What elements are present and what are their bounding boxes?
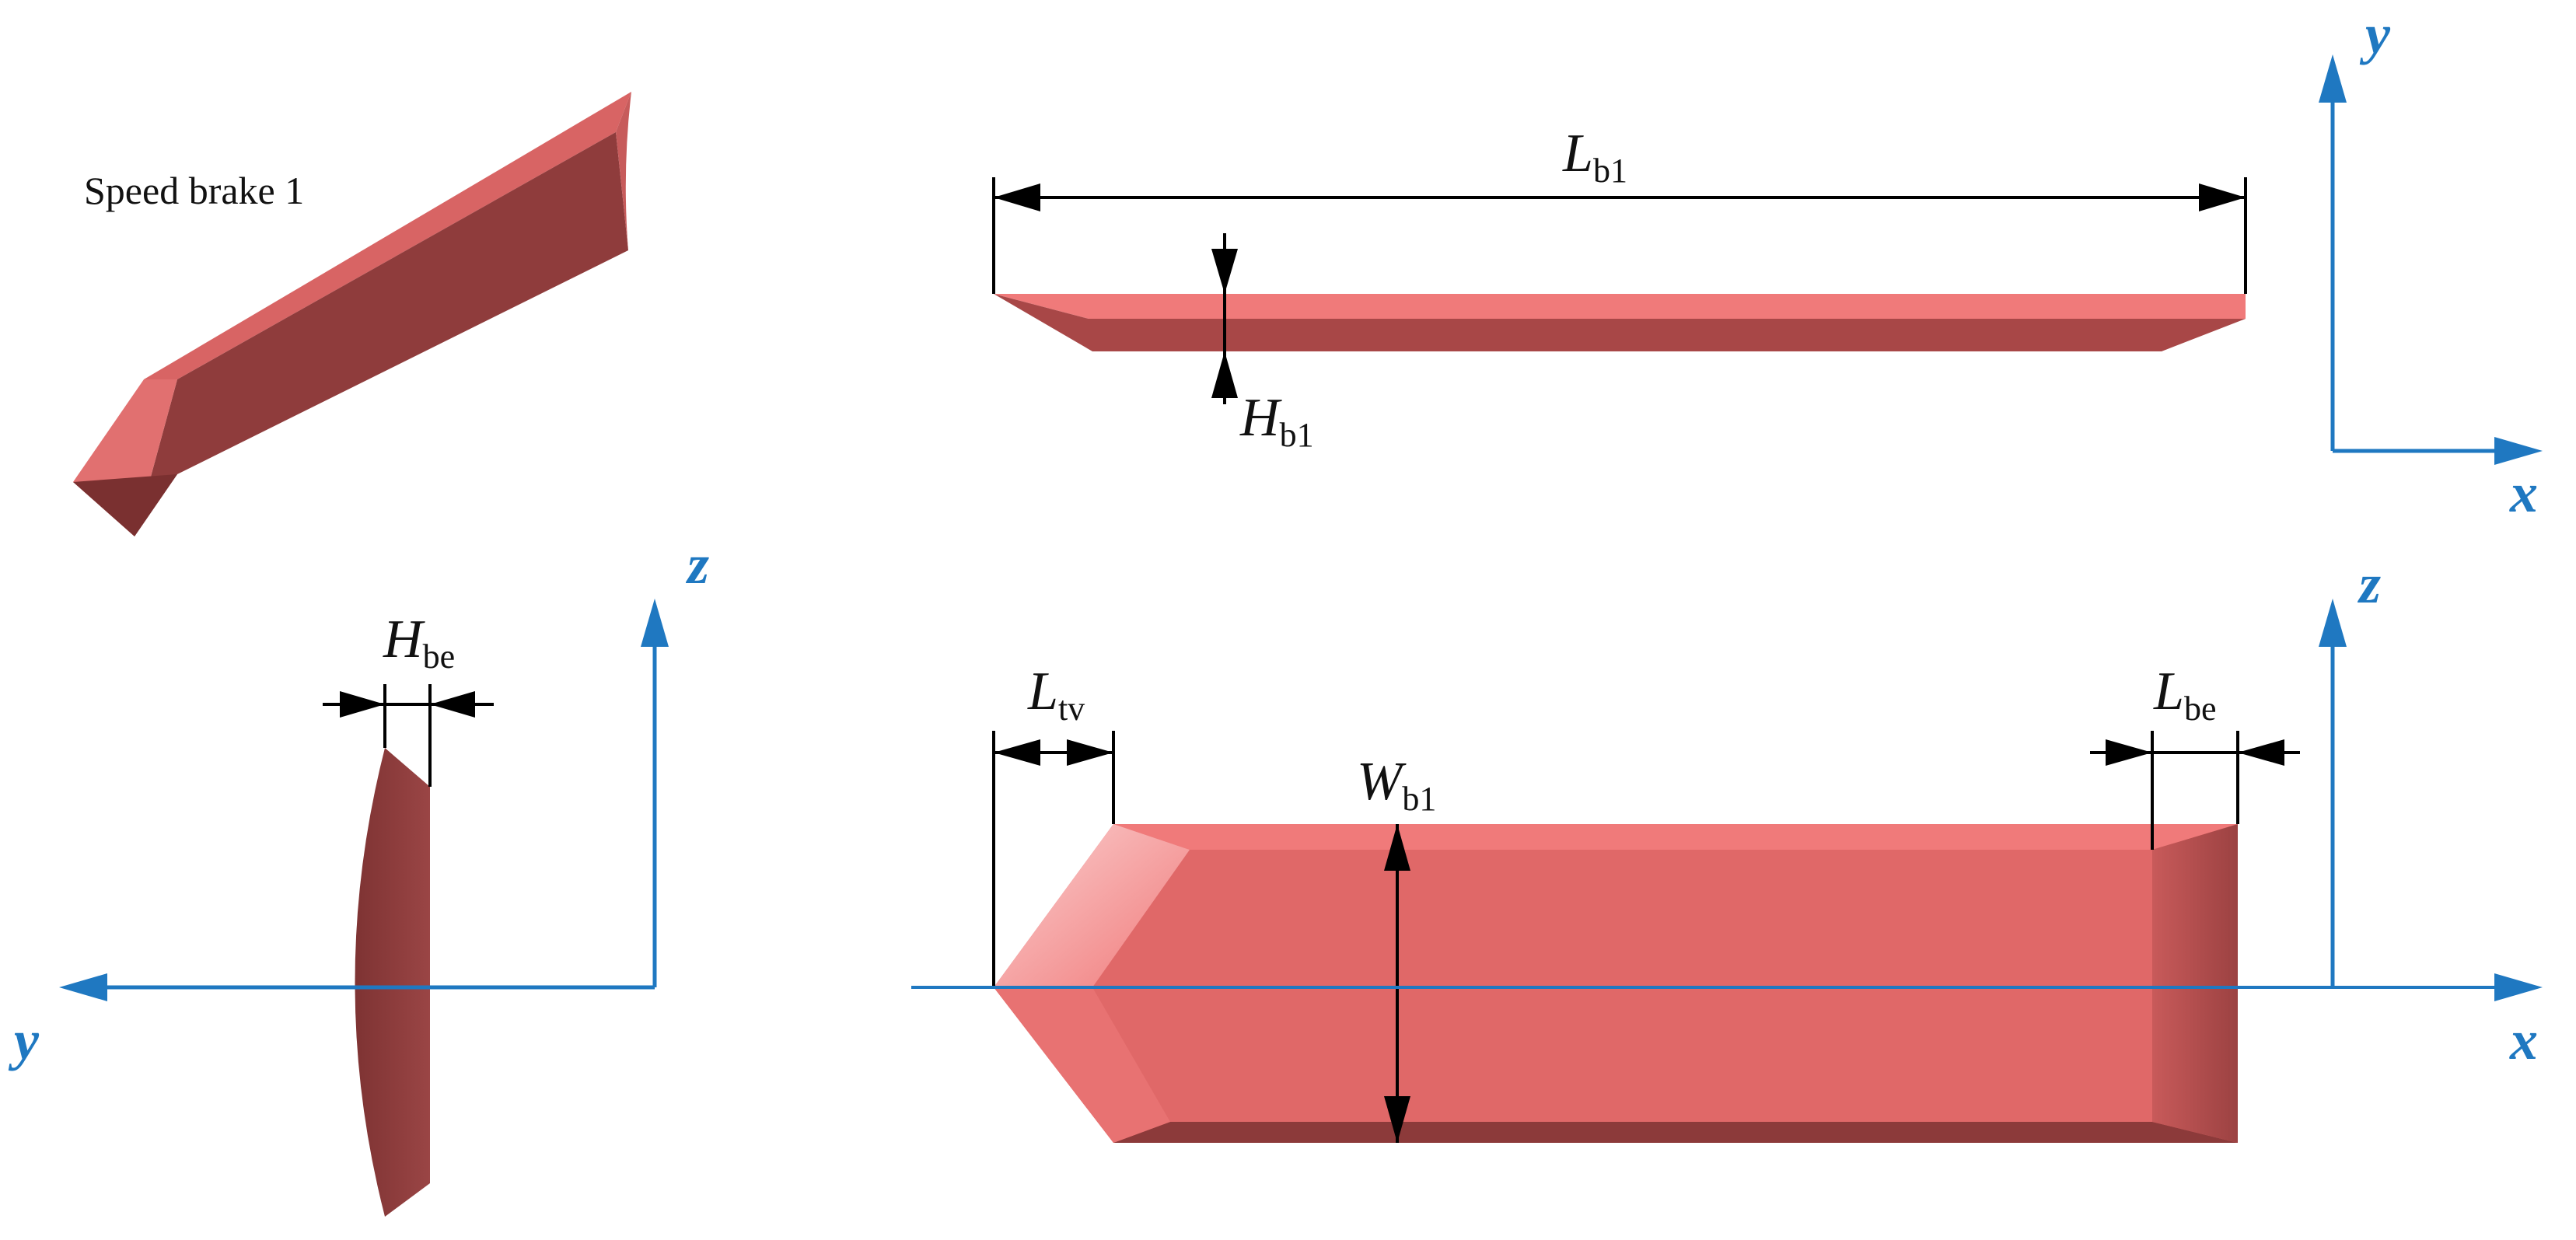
top-view-axis-y-arrow xyxy=(2319,54,2347,103)
front-view-axis-z-label: z xyxy=(2357,553,2381,615)
front-view-axis-z-arrow xyxy=(2319,599,2347,647)
edge-height-arrow-right xyxy=(430,691,475,718)
length-label: Lb1 xyxy=(1562,124,1627,190)
edge-height-arrow-left xyxy=(340,691,385,718)
front-view-axis-x-arrow xyxy=(2494,973,2543,1001)
tip-length-label: Ltv xyxy=(1027,662,1085,728)
side-view-body xyxy=(355,748,430,1217)
top-view-axis-x-arrow xyxy=(2494,437,2543,465)
height-arrow-bottom xyxy=(1211,351,1238,398)
front-view-tip-upper xyxy=(994,824,1190,987)
iso-side-face xyxy=(135,132,628,536)
iso-nose-bottom xyxy=(73,474,177,536)
width-arrow-top xyxy=(1384,824,1410,871)
edge-height-label: Hbe xyxy=(383,610,455,676)
edge-length-arrow-right xyxy=(2238,739,2284,766)
side-view-axis-y-arrow xyxy=(59,973,107,1001)
front-view-body xyxy=(994,824,2238,1143)
front-view-tip-lower xyxy=(994,987,1170,1143)
front-view-axis-x-label: x xyxy=(2509,1009,2538,1071)
top-view: Lb1 Hb1 y x xyxy=(992,3,2543,524)
length-arrow-left xyxy=(994,183,1040,211)
width-arrow-bottom xyxy=(1384,1096,1410,1143)
edge-length-arrow-left xyxy=(2106,739,2152,766)
side-view-axis-y-label: y xyxy=(8,1009,40,1071)
front-view-top-bevel xyxy=(1113,824,2238,850)
front-view: Ltv Wb1 Lbe z x xyxy=(911,553,2543,1143)
height-label: Hb1 xyxy=(1239,388,1314,454)
tip-length-arrow-right xyxy=(1067,739,1113,766)
tip-length-arrow-left xyxy=(994,739,1040,766)
iso-view: Speed brake 1 xyxy=(73,92,631,536)
iso-top-face xyxy=(144,92,631,379)
length-arrow-right xyxy=(2199,183,2246,211)
top-view-axis-y-label: y xyxy=(2359,3,2391,65)
side-view-axis-z-arrow xyxy=(641,599,669,647)
front-view-end-face xyxy=(2152,824,2238,1143)
iso-caption: Speed brake 1 xyxy=(84,169,304,212)
side-view: Hbe z y xyxy=(8,533,709,1217)
iso-end-face xyxy=(616,92,631,250)
width-label: Wb1 xyxy=(1357,752,1436,818)
top-view-body-upper xyxy=(994,294,2246,319)
front-view-bottom-bevel xyxy=(1113,1122,2238,1143)
top-view-body-lower xyxy=(994,294,2246,351)
height-arrow-top xyxy=(1211,249,1238,294)
top-view-axis-x-label: x xyxy=(2509,462,2538,524)
side-view-axis-z-label: z xyxy=(685,533,709,596)
edge-length-label: Lbe xyxy=(2153,662,2216,728)
